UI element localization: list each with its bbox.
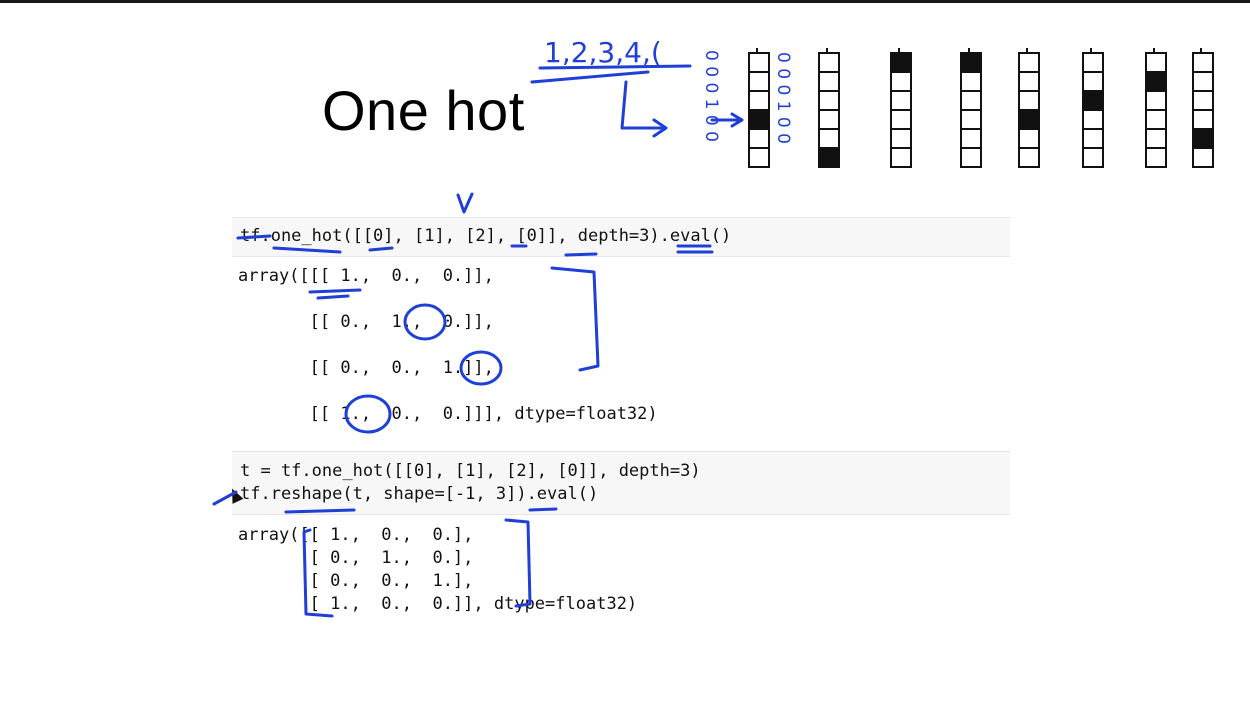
cell2-output-line-2: [ 0., 1., 0.], [238, 548, 474, 568]
cell2-input-line-1: t = tf.one_hot([[0], [1], [2], [0]], dep… [240, 461, 701, 481]
vector-cell [960, 90, 982, 111]
vector-cell [818, 128, 840, 149]
cell1-output-line-1: array([[[ 1., 0., 0.]], [238, 266, 494, 286]
onehot-vector-3 [890, 48, 912, 168]
vector-cell [1018, 52, 1040, 73]
vector-cell [1018, 147, 1040, 168]
vector-cell [1018, 90, 1040, 111]
vector-cell-active [890, 52, 912, 73]
onehot-vector-5 [1018, 48, 1040, 168]
vector-cell [748, 90, 770, 111]
vector-tick [826, 48, 828, 52]
cell2-input-line-2: tf.reshape(t, shape=[-1, 3]).eval() [240, 484, 599, 504]
cell2-output-line-1: array([[ 1., 0., 0.], [238, 525, 474, 545]
vector-cell-active [1018, 109, 1040, 130]
vector-tick [898, 48, 900, 52]
vector-cell-active [1192, 128, 1214, 149]
vector-cell-active [960, 52, 982, 73]
vector-tick [756, 48, 758, 52]
vector-cell [890, 90, 912, 111]
vector-cell [960, 128, 982, 149]
onehot-vector-4 [960, 48, 982, 168]
vector-cell [890, 128, 912, 149]
vector-cell [818, 90, 840, 111]
vector-cell [1192, 71, 1214, 92]
onehot-vector-6 [1082, 48, 1104, 168]
handwritten-vertical: 0 0 0 1 0 0 [701, 50, 721, 142]
vector-cell [1145, 109, 1167, 130]
vector-cell [1145, 147, 1167, 168]
vector-cell [748, 147, 770, 168]
vector-cell [1082, 71, 1104, 92]
onehot-vector-2 [818, 48, 840, 168]
vector-cell [1192, 52, 1214, 73]
vector-tick [1200, 48, 1202, 52]
slide-title: One hot [322, 79, 525, 142]
vector-cell [890, 71, 912, 92]
vector-cell [1018, 71, 1040, 92]
vector-cell [890, 109, 912, 130]
vector-cell [1082, 52, 1104, 73]
vector-tick [1153, 48, 1155, 52]
code-cell-input-1[interactable] [232, 217, 1010, 257]
onehot-vector-7 [1145, 48, 1167, 168]
vector-tick [1026, 48, 1028, 52]
vector-cell-active [1082, 90, 1104, 111]
cell2-output-line-4: [ 1., 0., 0.]], dtype=float32) [238, 594, 638, 614]
vector-cell [1082, 147, 1104, 168]
cell1-input-code: tf.one_hot([[0], [1], [2], [0]], depth=3… [240, 226, 732, 246]
cell1-output-line-2: [[ 0., 1., 0.]], [238, 312, 494, 332]
cell2-output-line-3: [ 0., 0., 1.], [238, 571, 474, 591]
vector-cell [818, 52, 840, 73]
vector-cell [960, 109, 982, 130]
vector-cell [1082, 109, 1104, 130]
vector-cell [960, 71, 982, 92]
top-border [0, 0, 1250, 3]
vector-cell [1018, 128, 1040, 149]
vector-cell [1145, 52, 1167, 73]
vector-cell [748, 71, 770, 92]
vector-cell [1192, 90, 1214, 111]
vector-cell [1145, 128, 1167, 149]
vector-cell [818, 71, 840, 92]
vector-cell [818, 109, 840, 130]
vector-cell [890, 147, 912, 168]
onehot-vector-8 [1192, 48, 1214, 168]
vector-cell-active [1145, 71, 1167, 92]
vector-cell [1192, 109, 1214, 130]
vector-cell [960, 147, 982, 168]
code-cell-input-2[interactable] [232, 451, 1010, 515]
handwritten-sequence: 1,2,3,4,( [544, 36, 662, 69]
vector-cell [1082, 128, 1104, 149]
vector-cell-active [748, 109, 770, 130]
vector-cell [748, 52, 770, 73]
vector-tick [1090, 48, 1092, 52]
cell1-output-line-4: [[ 1., 0., 0.]]], dtype=float32) [238, 404, 658, 424]
vector-cell [748, 128, 770, 149]
cell1-output-line-3: [[ 0., 0., 1.]], [238, 358, 494, 378]
vector-tick [968, 48, 970, 52]
vector-cell [1145, 90, 1167, 111]
onehot-vector-1 [748, 48, 770, 168]
vector-cell [1192, 147, 1214, 168]
vector-cell-active [818, 147, 840, 168]
handwritten-vertical-2: 0 0 0 1 0 0 [773, 52, 793, 144]
